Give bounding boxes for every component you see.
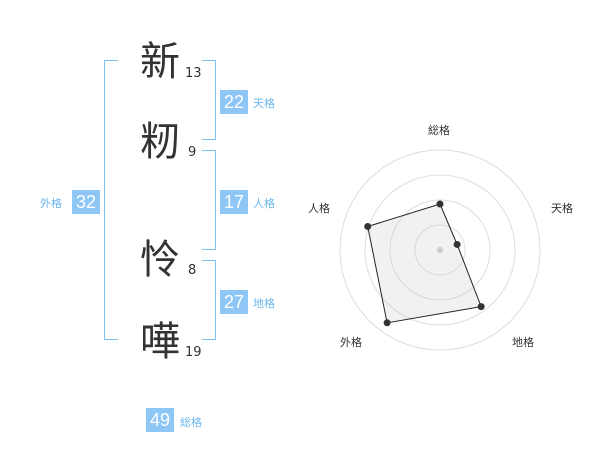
gaikaku-label: 外格	[40, 197, 62, 210]
radar-axis-label-jinkaku: 人格	[308, 202, 330, 215]
radar-ring	[414, 224, 466, 276]
radar-ring	[339, 149, 541, 351]
stroke-count-4: 19	[185, 345, 202, 360]
radar-point-4	[364, 223, 372, 231]
jinkaku-bracket	[202, 150, 216, 250]
jinkaku-value: 17	[220, 190, 248, 214]
radar-point-2	[477, 303, 485, 311]
name-char-4: 嘩	[140, 319, 180, 365]
chikaku-label: 地格	[253, 297, 275, 310]
radar-point-3	[383, 319, 391, 327]
radar-ring	[389, 199, 491, 301]
tenkaku-bracket	[202, 60, 216, 140]
radar-ring	[364, 174, 516, 326]
name-char-2: 籾	[140, 119, 180, 165]
radar-axis-label-soukaku: 総格	[428, 124, 450, 137]
radar-axis-label-chikaku: 地格	[512, 336, 534, 349]
soukaku-value: 49	[146, 408, 174, 432]
jinkaku-label: 人格	[253, 197, 275, 210]
radar-point-0	[436, 200, 444, 208]
radar-polygon	[367, 203, 482, 324]
radar-axis-label-tenkaku: 天格	[551, 202, 573, 215]
gaikaku-bracket	[104, 60, 118, 340]
stroke-count-1: 13	[185, 66, 202, 81]
tenkaku-label: 天格	[253, 97, 275, 110]
name-char-1: 新	[140, 39, 180, 85]
chikaku-value: 27	[220, 290, 248, 314]
radar-point-1	[453, 240, 461, 248]
radar-center	[437, 247, 443, 253]
radar-axis-label-gaikaku: 外格	[340, 336, 362, 349]
name-char-3: 怜	[140, 237, 180, 283]
chikaku-bracket	[202, 260, 216, 340]
tenkaku-value: 22	[220, 90, 248, 114]
stroke-count-3: 8	[188, 263, 197, 278]
soukaku-label: 総格	[180, 416, 202, 429]
gaikaku-value: 32	[72, 190, 100, 214]
stroke-count-2: 9	[188, 145, 197, 160]
